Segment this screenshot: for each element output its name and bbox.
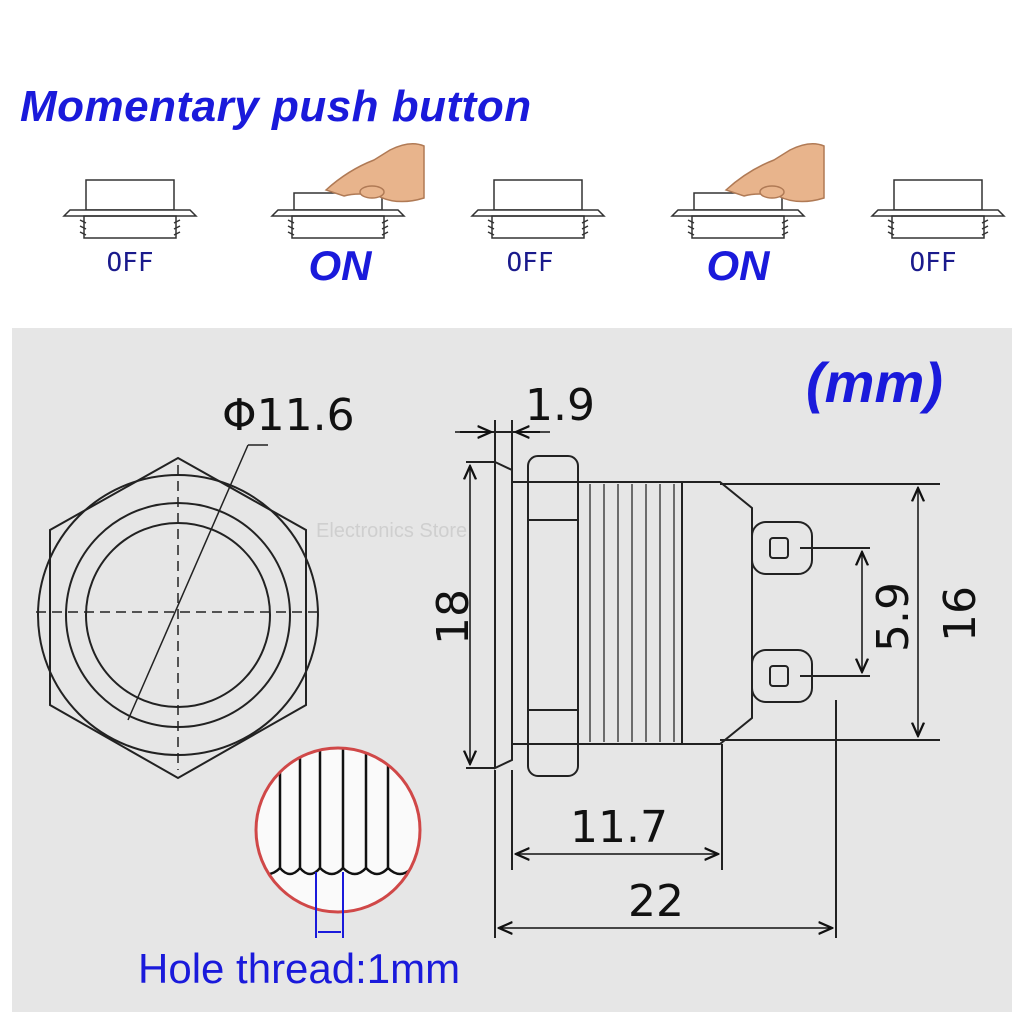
thread-mark [687, 225, 695, 230]
thread-magnifier [254, 746, 422, 938]
thread-mark [381, 231, 389, 236]
button-body [891, 215, 985, 239]
thread-mark [581, 219, 589, 224]
button-illustration-4 [670, 143, 825, 239]
button-states-illustration [62, 143, 1006, 239]
total-length-dimension: 22 [628, 876, 684, 927]
watermark-text: Electronics Store [316, 520, 468, 542]
thread-mark [173, 231, 181, 236]
thread-mark [581, 225, 589, 230]
button-bezel [870, 209, 1006, 217]
diameter-dimension: Φ11.6 [222, 390, 355, 441]
button-illustration-2 [270, 143, 425, 239]
page-title: Momentary push button [20, 82, 532, 131]
thread-mark [79, 231, 87, 236]
button-illustration-3 [470, 179, 606, 239]
unit-label: (mm) [806, 351, 943, 414]
thread-mark [981, 231, 989, 236]
thread-lines [589, 484, 675, 742]
thread-mark [173, 225, 181, 230]
state-label-4: ON [706, 242, 770, 289]
button-cap [493, 179, 583, 211]
finger-press-icon [324, 143, 425, 203]
thread-mark [781, 231, 789, 236]
button-bezel [62, 209, 198, 217]
button-cap [85, 179, 175, 211]
button-body [291, 215, 385, 239]
thread-mark [287, 225, 295, 230]
thread-mark [981, 219, 989, 224]
state-label-2: ON [308, 242, 372, 289]
button-illustration-1 [62, 179, 198, 239]
button-bezel [270, 209, 406, 217]
flange-dimension: 1.9 [525, 380, 595, 431]
finger-press-icon [724, 143, 825, 203]
button-body [691, 215, 785, 239]
thread-mark [981, 225, 989, 230]
thread-mark [781, 219, 789, 224]
button-body [491, 215, 585, 239]
state-label-5: OFF [909, 248, 957, 278]
thread-mark [887, 219, 895, 224]
thread-mark [687, 219, 695, 224]
thread-mark [887, 231, 895, 236]
thread-mark [381, 225, 389, 230]
thread-mark [79, 225, 87, 230]
state-label-1: OFF [106, 248, 154, 278]
thread-mark [887, 225, 895, 230]
thread-mark [287, 219, 295, 224]
state-label-3: OFF [506, 248, 554, 278]
thread-note: Hole thread:1mm [138, 945, 461, 992]
front-view-hexagon [36, 444, 320, 780]
thread-mark [487, 219, 495, 224]
thread-mark [487, 231, 495, 236]
side-view-body [460, 420, 940, 938]
thread-mark [79, 219, 87, 224]
height-dimension: 18 [428, 589, 479, 645]
button-bezel [470, 209, 606, 217]
thread-mark [581, 231, 589, 236]
thread-mark [487, 225, 495, 230]
body-height-dimension: 16 [935, 586, 986, 642]
button-bezel [670, 209, 806, 217]
thread-mark [287, 231, 295, 236]
thread-mark [173, 219, 181, 224]
button-body [83, 215, 177, 239]
thread-mark [381, 219, 389, 224]
pin-spacing-dimension: 5.9 [868, 582, 919, 652]
thread-mark [687, 231, 695, 236]
thread-mark [781, 225, 789, 230]
thread-length-dimension: 11.7 [570, 802, 668, 853]
button-illustration-5 [870, 179, 1006, 239]
